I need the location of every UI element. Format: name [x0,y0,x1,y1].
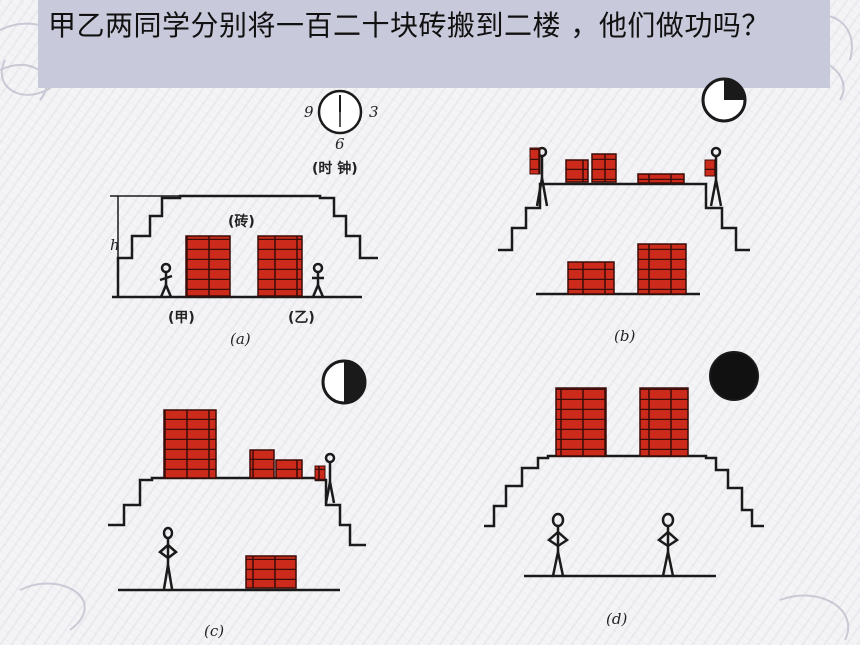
clock-number-9: 9 [304,103,314,121]
caption-b: (b) [614,327,635,345]
brick-stack-icon [555,387,607,457]
staircase [116,194,378,297]
bricks-label: (砖) [228,213,255,230]
brick-stack-icon [639,387,689,457]
brick-stack-icon [185,235,231,297]
brick-stack-icon [704,159,716,177]
slide-title-box: 甲乙两同学分别将一百二十块砖搬到二楼 ，他们做功吗？ [38,0,830,88]
caption-d: (d) [606,610,627,628]
stick-figure-icon [158,526,178,590]
caption-a: (a) [230,330,251,348]
height-indicator: h [110,195,180,297]
panel-a: 9 3 6 (时 钟) h (砖) [110,89,379,348]
brick-stack-icon [565,159,589,183]
brick-stack-icon [637,243,687,295]
pie-clock-half-icon [321,359,367,405]
stick-figure-icon [535,146,549,207]
brick-stack-icon [275,459,303,479]
brick-stack-icon [529,147,541,175]
panel-d: (d) [484,351,764,628]
clock-number-3: 3 [369,103,379,121]
staircase [498,182,750,252]
person-b-label: (乙) [288,310,315,326]
brick-stack-icon [637,173,685,184]
clock-label: (时 钟) [312,160,358,177]
person-a-label: (甲) [168,310,195,326]
brick-stack-icon [257,235,303,297]
staircase [484,454,764,528]
brick-stack-icon [591,153,617,183]
brick-stack-icon [567,261,615,295]
pie-clock-quarter-icon [701,77,747,123]
stick-figure-icon [311,262,325,298]
brick-stack-icon [245,555,297,589]
stick-figure-icon [656,512,680,577]
caption-c: (c) [204,622,224,640]
brick-stack-icon [163,409,217,479]
stick-figure-icon [546,512,570,577]
stick-figure-icon [709,146,723,207]
panel-c: (c) [108,359,367,640]
stick-figure-icon [159,262,173,298]
staircase [108,476,366,547]
brick-stack-icon [249,449,275,479]
slide-title: 甲乙两同学分别将一百二十块砖搬到二楼 ，他们做功吗？ [48,9,770,42]
panel-b: (b) [498,77,750,345]
height-label: h [110,236,120,254]
clock-number-6: 6 [335,135,345,153]
pie-clock-full-icon [709,351,759,401]
stick-figure-icon [324,452,336,504]
clock-icon: 9 3 6 [304,89,379,153]
brick-stack-icon [314,465,326,481]
